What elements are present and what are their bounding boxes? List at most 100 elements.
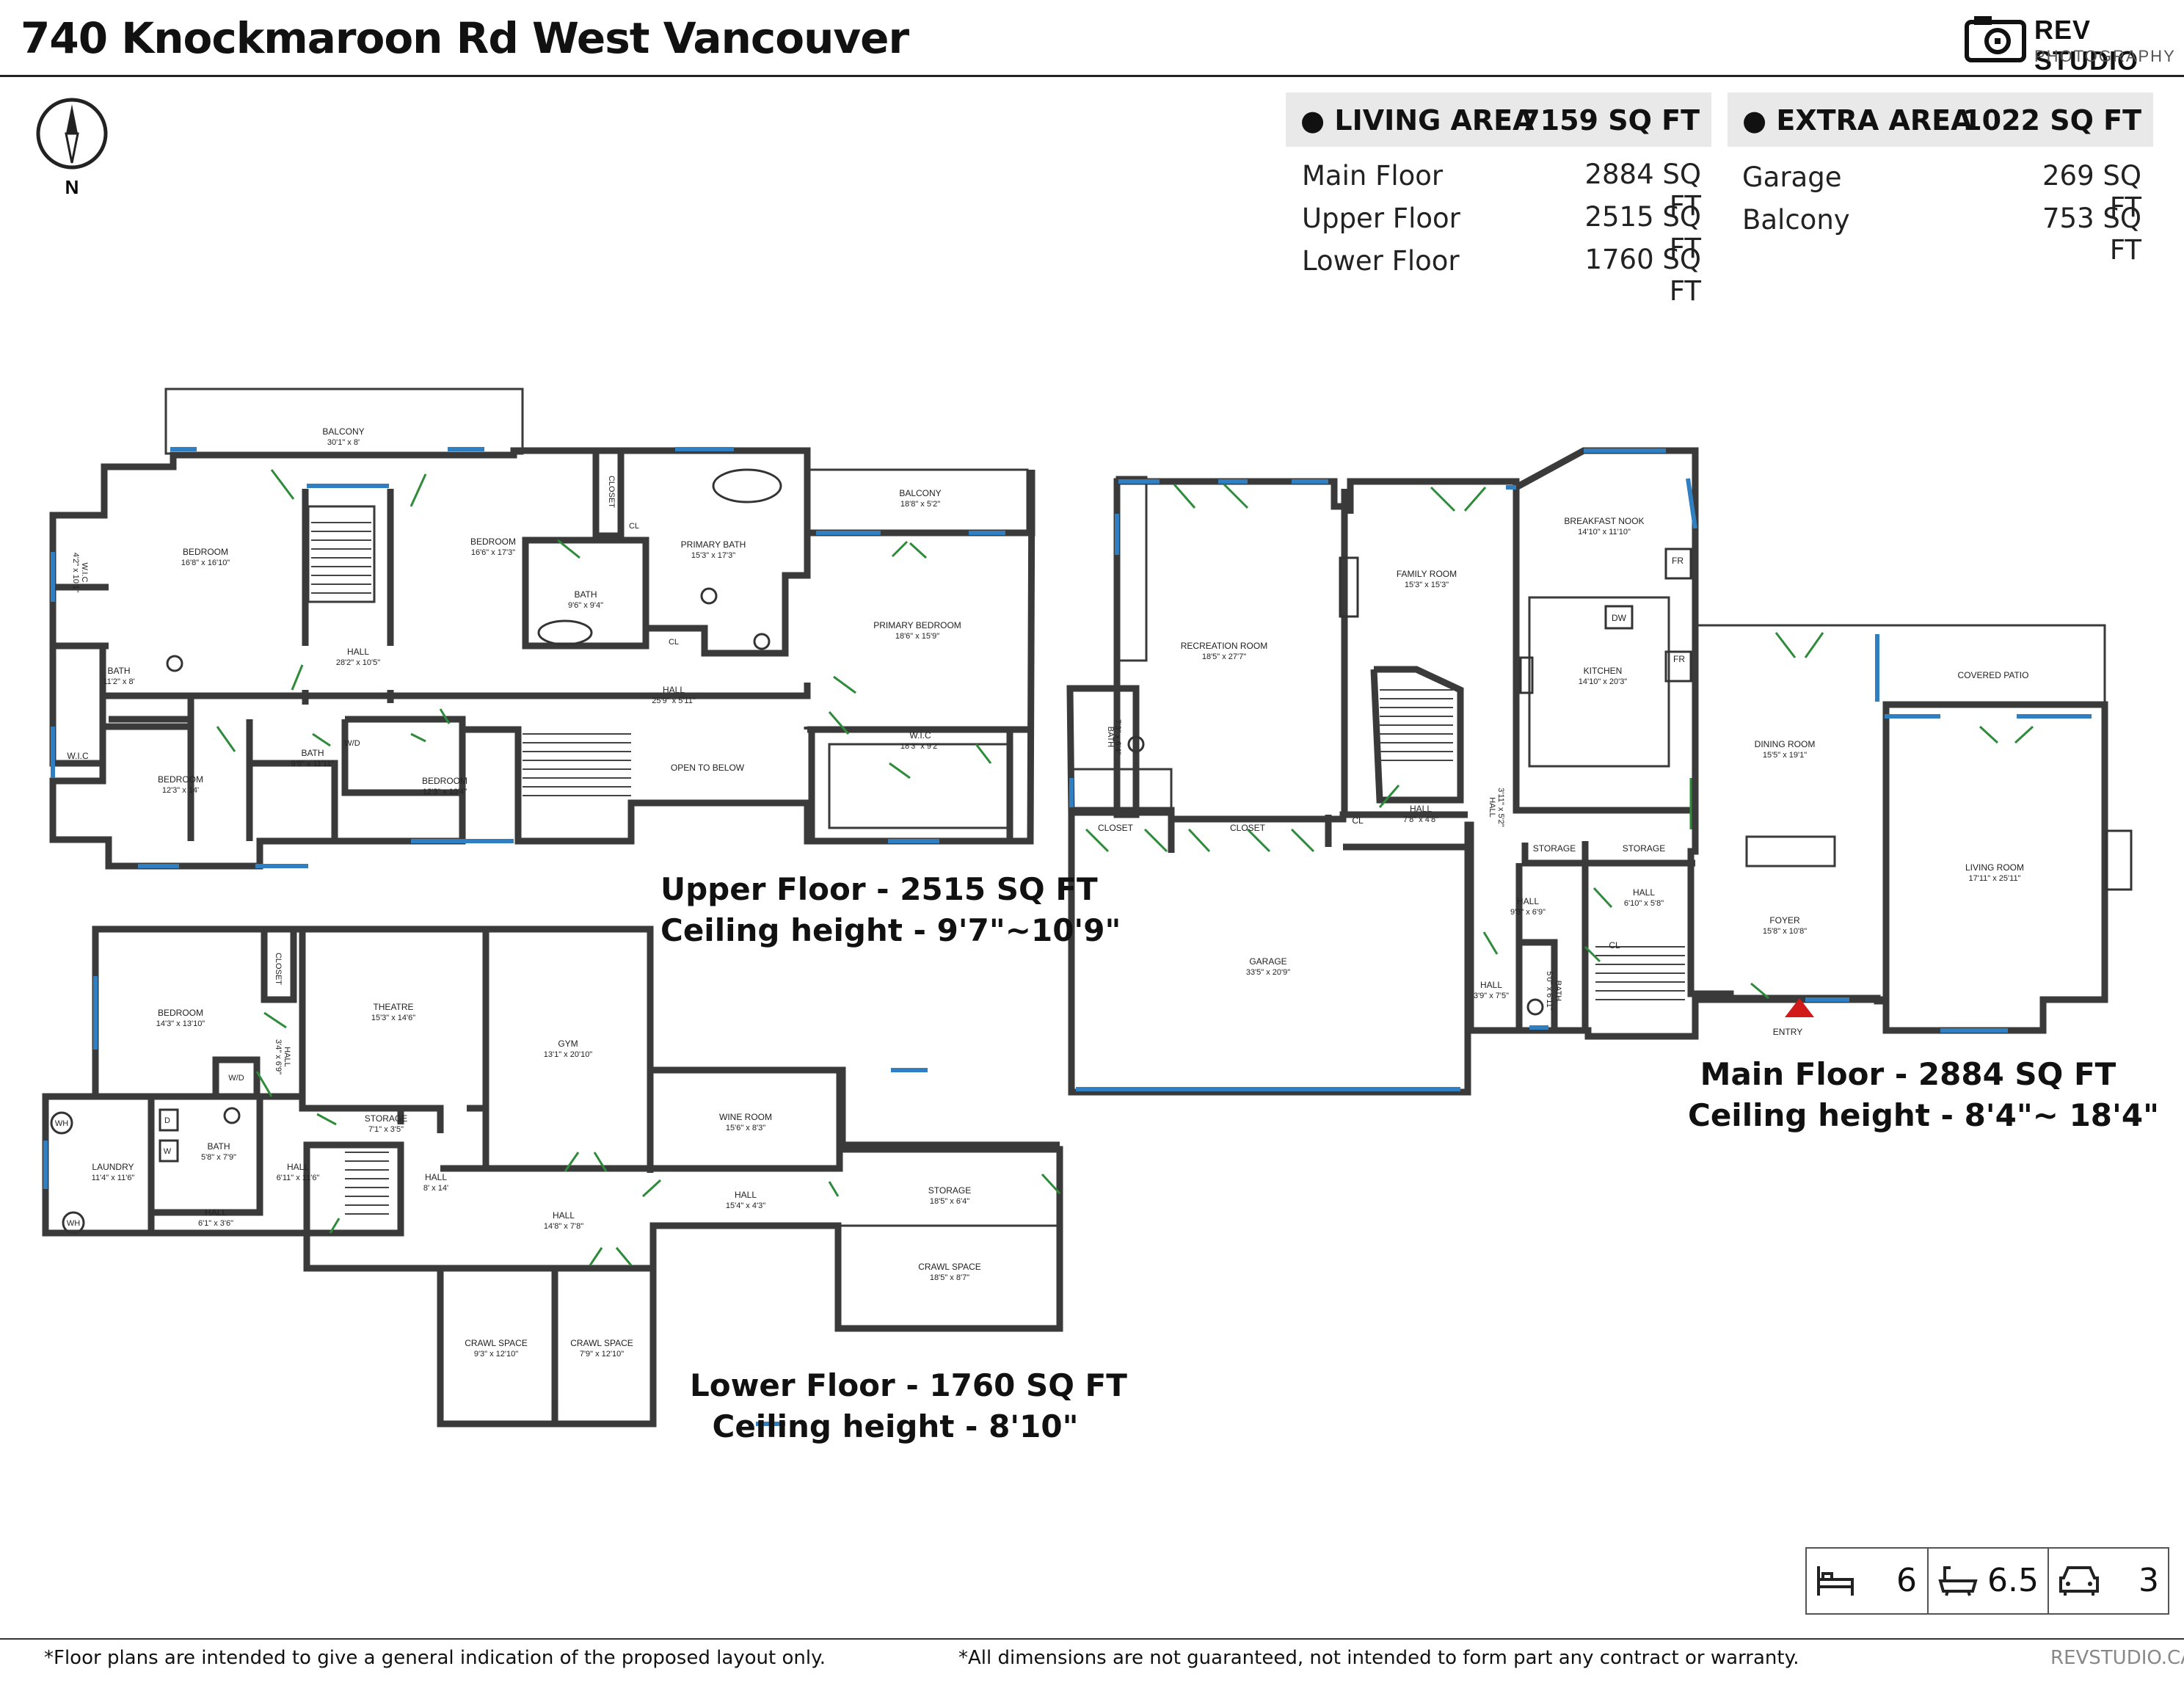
area-row-value: 2515 SQ FT <box>1584 201 1701 264</box>
page-title: 740 Knockmaroon Rd West Vancouver <box>21 13 909 63</box>
room-name: COVERED PATIO <box>1958 670 2029 680</box>
room-name: HALL <box>283 1047 291 1067</box>
ceiling-height-text: Ceiling height - 8'4"~ 18'4" <box>1688 1097 2159 1133</box>
room-name: HALL <box>1633 887 1655 898</box>
room-name: LAUNDRY <box>92 1162 134 1172</box>
room-dim: 14'8" x 7'8" <box>544 1222 583 1231</box>
room-name: HALL <box>205 1207 227 1218</box>
area-row-value: 1760 SQ FT <box>1584 244 1701 307</box>
room-dim: 6'11" x 11'6" <box>277 1174 320 1182</box>
room-dim: 15'3" x 14'6" <box>371 1014 415 1022</box>
room-dim: 7'8" x 4'8" <box>1403 815 1438 824</box>
room-name: HALL <box>1480 980 1502 990</box>
area-row-value: 753 SQ FT <box>2042 203 2141 266</box>
lower-floor-caption: Lower Floor - 1760 SQ FT Ceiling height … <box>690 1365 1127 1447</box>
room-dim: 18'6" x 15'9" <box>895 632 939 641</box>
room-name: D <box>164 1116 170 1125</box>
room-name: W/D <box>344 739 360 748</box>
room-name: W.I.C <box>67 751 89 761</box>
room-name: HALL <box>287 1162 309 1172</box>
room-name: BATH <box>107 666 130 676</box>
room-dim: 11'4" x 11'6" <box>92 1174 135 1182</box>
room-name: FR <box>1672 556 1684 566</box>
area-row-name: Lower Floor <box>1302 245 1460 277</box>
room-name: FAMILY ROOM <box>1397 569 1457 579</box>
garage-count: 3 <box>2138 1562 2159 1599</box>
room-name: HALL <box>425 1172 447 1182</box>
north-compass-icon: N <box>36 98 108 198</box>
windows <box>43 447 2092 1426</box>
area-row-name: Main Floor <box>1302 160 1444 192</box>
footer-disclaimer-layout: *Floor plans are intended to give a gene… <box>44 1647 826 1669</box>
room-dim: 12'3" x 10'4" <box>423 788 467 796</box>
lower-floor-plan <box>42 925 1063 1428</box>
header-divider <box>0 75 2184 77</box>
room-dim: 18'8" x 5'2" <box>900 500 940 509</box>
room-dim: 15'8" x 10'8" <box>1763 927 1807 936</box>
room-dim: 3'9" x 7'5" <box>1474 992 1509 1000</box>
camera-icon <box>1965 16 2026 62</box>
room-dim: 15'6" x 8'3" <box>726 1124 765 1132</box>
extra-area-total: 1022 SQ FT <box>1962 104 2141 137</box>
bathtub-icon <box>1938 1566 1978 1596</box>
area-row-value: 269 SQ FT <box>2042 160 2141 223</box>
footer-divider <box>0 1638 2184 1640</box>
room-dim: 9'6" x 9'4" <box>568 601 603 610</box>
room-name: HALL <box>1517 896 1539 906</box>
main-floor-caption: Main Floor - 2884 SQ FT Ceiling height -… <box>1688 1054 2159 1136</box>
room-name: BEDROOM <box>470 537 516 547</box>
property-stats: 6 6.5 3 <box>1805 1547 2169 1615</box>
room-dim: 9'8" x 6'9" <box>1510 908 1546 917</box>
area-row-value: 2884 SQ FT <box>1584 159 1701 222</box>
room-name: CL <box>1352 815 1364 826</box>
upper-floor-plan <box>49 388 1035 870</box>
room-dim: 7'3" x 6'4" <box>1113 719 1122 754</box>
room-name: PRIMARY BATH <box>681 539 746 550</box>
room-name: STORAGE <box>1533 843 1576 854</box>
room-name: WH <box>55 1119 68 1128</box>
room-dim: 8' x 14' <box>423 1184 448 1193</box>
stat-garage: 3 <box>2048 1549 2169 1613</box>
room-dim: 7'1" x 3'5" <box>368 1125 404 1134</box>
room-dim: 15'3" x 17'3" <box>691 551 735 560</box>
room-dim: 9'3" x 12'10" <box>474 1350 518 1359</box>
floor-area-text: Lower Floor - 1760 SQ FT <box>690 1367 1127 1403</box>
room-name: DINING ROOM <box>1755 739 1816 749</box>
room-name: BREAKFAST NOOK <box>1564 516 1644 526</box>
room-name: LIVING ROOM <box>1965 862 2024 873</box>
room-name: BATH <box>1106 727 1115 748</box>
room-name: CL <box>669 638 679 647</box>
room-name: CRAWL SPACE <box>918 1262 981 1272</box>
room-dim: 9'5" x 11'11" <box>291 760 335 768</box>
room-dim: 6'1" x 3'6" <box>198 1219 233 1228</box>
room-name: DW <box>1612 613 1627 623</box>
floor-area-text: Main Floor - 2884 SQ FT <box>1700 1056 2116 1092</box>
room-name: HALL <box>553 1210 575 1221</box>
room-name: HALL <box>347 647 369 657</box>
room-name: W <box>164 1147 172 1156</box>
room-dim: 3'4" x 6'9" <box>274 1039 283 1074</box>
room-name: BATH <box>1554 981 1562 1002</box>
room-name: CL <box>629 522 639 531</box>
room-dim: 18'3" x 9'2" <box>900 742 940 751</box>
living-area-total: 7159 SQ FT <box>1521 104 1700 137</box>
room-name: CLOSET <box>274 953 283 985</box>
room-dim: 14'10" x 11'10" <box>1578 528 1631 537</box>
room-dim: 7'9" x 12'10" <box>580 1350 624 1359</box>
room-dim: 15'4" x 4'3" <box>726 1201 765 1210</box>
extra-area-label: ● EXTRA AREA <box>1742 104 1973 137</box>
room-dim: 33'5" x 20'9" <box>1246 968 1290 977</box>
room-name: HALL <box>1410 804 1432 814</box>
bathroom-count: 6.5 <box>1987 1562 2039 1599</box>
room-dim: 6'10" x 5'8" <box>1624 899 1664 908</box>
room-dim: 18'5" x 8'7" <box>930 1273 969 1282</box>
room-name: RECREATION ROOM <box>1181 641 1267 651</box>
room-dim: 12'3" x 14' <box>162 786 199 795</box>
room-name: W.I.C <box>909 730 931 741</box>
room-dim: 15'5" x 19'1" <box>1763 751 1807 760</box>
footer-website: REVSTUDIO.CA <box>2050 1647 2184 1669</box>
room-dim: 14'10" x 20'3" <box>1579 677 1628 686</box>
ceiling-height-text: Ceiling height - 9'7"~10'9" <box>660 912 1121 948</box>
area-row-name: Balcony <box>1742 204 1850 236</box>
